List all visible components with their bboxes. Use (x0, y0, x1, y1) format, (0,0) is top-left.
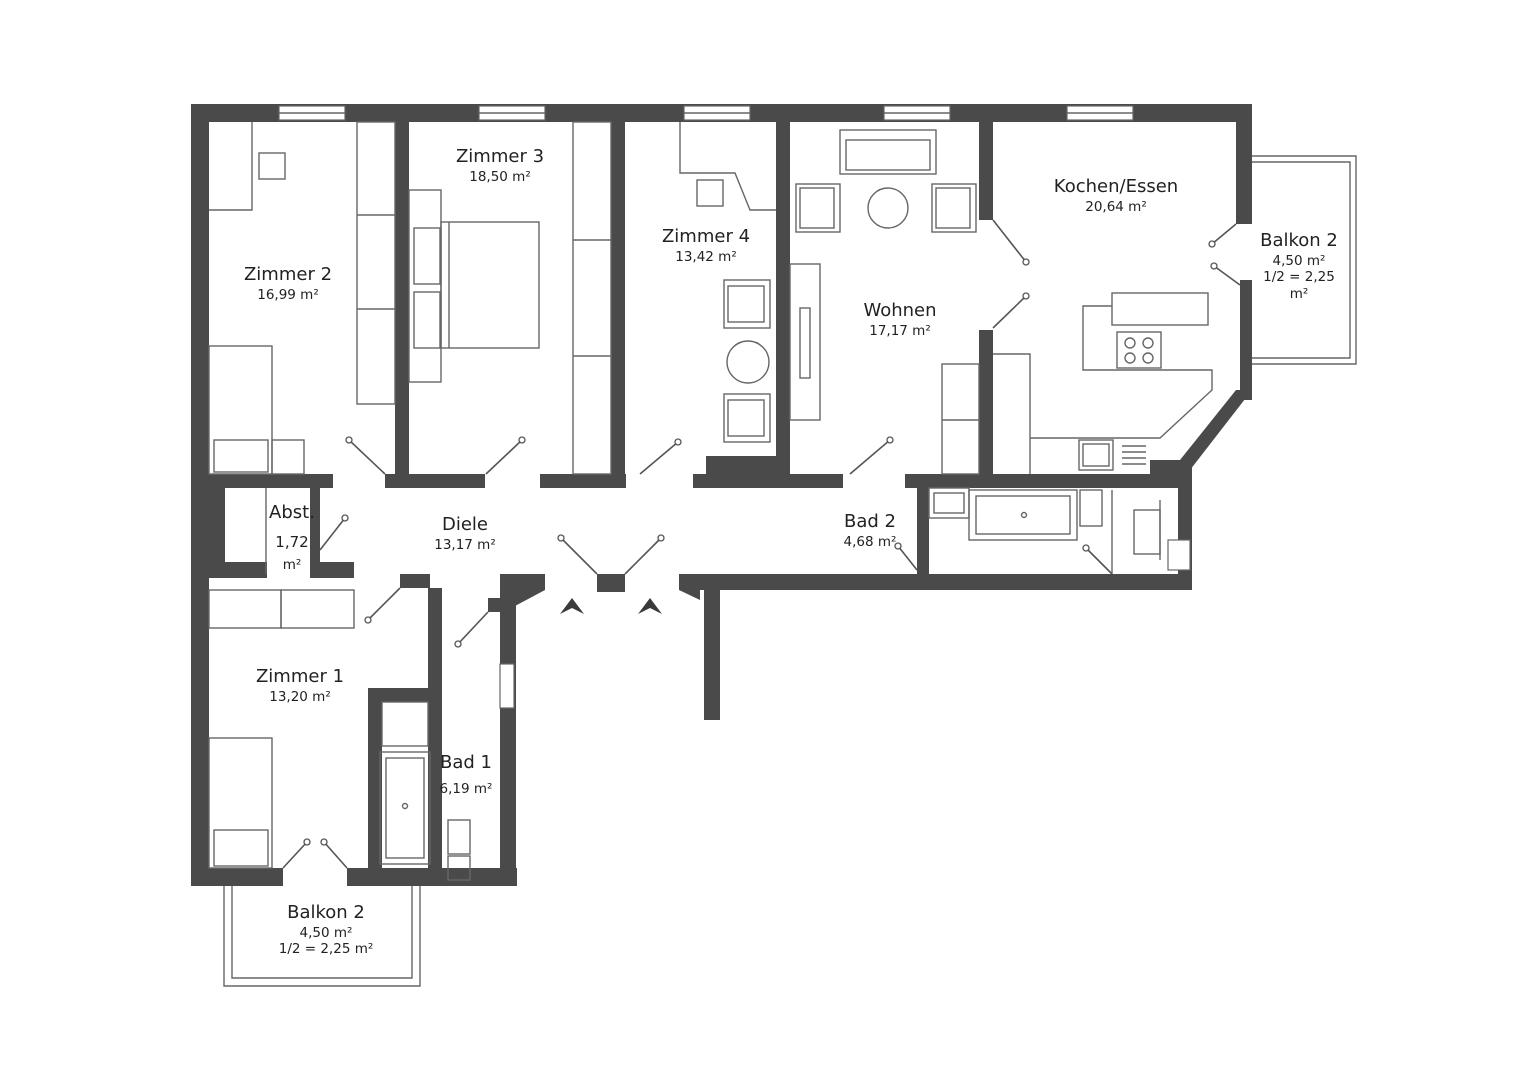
room-balkon-right: Balkon 2 4,50 m² 1/2 = 2,25 m² (1260, 230, 1338, 303)
room-name: Bad 1 (440, 752, 492, 773)
room-area: 1,72 (275, 532, 309, 551)
room-zimmer2: Zimmer 2 16,99 m² (244, 264, 332, 303)
room-wohnen: Wohnen 17,17 m² (863, 300, 936, 339)
room-name: Balkon 2 (1260, 230, 1338, 251)
room-area: 20,64 m² (1085, 198, 1147, 215)
room-area: 13,42 m² (675, 248, 737, 265)
windows (278, 105, 1191, 709)
room-name: Zimmer 3 (455, 146, 545, 167)
room-diele: Diele 13,17 m² (434, 514, 496, 553)
room-area: 6,19 m² (439, 780, 493, 797)
room-area: 16,99 m² (257, 286, 319, 303)
room-name: Balkon 2 (287, 902, 365, 923)
room-bad1: Bad 1 6,19 m² (440, 752, 493, 797)
room-name: Bad 2 (844, 511, 896, 532)
room-name: Zimmer 2 (243, 264, 333, 285)
room-name: Zimmer 4 (661, 226, 751, 247)
room-half-area: 1/2 = 2,25 (1263, 269, 1335, 286)
room-name: Diele (441, 514, 489, 535)
room-kochen-essen: Kochen/Essen 20,64 m² (1054, 176, 1178, 215)
doors (282, 219, 1241, 869)
room-unit: m² (1289, 286, 1309, 303)
room-name: Kochen/Essen (1053, 176, 1179, 197)
room-area: 18,50 m² (469, 168, 531, 185)
room-abst: Abst. 1,72 m² (269, 502, 315, 574)
room-area: 4,50 m² (299, 924, 353, 941)
room-area: 17,17 m² (869, 322, 931, 339)
room-area: 4,68 m² (843, 533, 897, 550)
room-unit: m² (282, 557, 302, 574)
room-name: Abst. (269, 502, 315, 523)
room-zimmer1: Zimmer 1 13,20 m² (256, 666, 344, 705)
balconies (223, 155, 1357, 987)
room-balkon-bottom: Balkon 2 4,50 m² 1/2 = 2,25 m² (279, 902, 374, 958)
room-zimmer3: Zimmer 3 18,50 m² (456, 146, 544, 185)
room-area: 13,17 m² (434, 536, 496, 553)
room-name: Zimmer 1 (255, 666, 345, 687)
furniture (208, 121, 1213, 881)
room-area: 4,50 m² (1272, 252, 1326, 269)
room-zimmer4: Zimmer 4 13,42 m² (662, 226, 750, 265)
room-half-area: 1/2 = 2,25 m² (278, 941, 374, 958)
room-name: Wohnen (863, 300, 937, 321)
room-area: 13,20 m² (269, 688, 331, 705)
room-bad2: Bad 2 4,68 m² (844, 511, 897, 550)
walls (191, 104, 1252, 886)
